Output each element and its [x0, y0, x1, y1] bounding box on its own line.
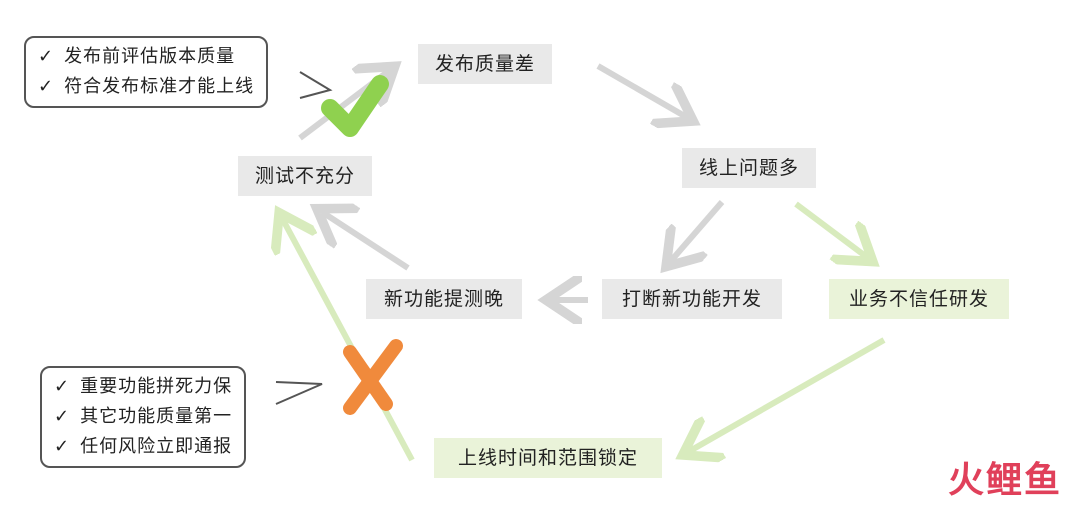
callout-top-tail: [299, 71, 333, 99]
callout-bottom-item: ✓ 任何风险立即通报: [54, 432, 232, 462]
arrow-distrust-to-locked: [688, 337, 886, 452]
callout-bottom-tail: [275, 381, 323, 405]
checkmark-icon: ✓: [38, 46, 55, 67]
callout-top-text: 发布前评估版本质量: [64, 46, 236, 67]
callout-top: ✓ 发布前评估版本质量 ✓ 符合发布标准才能上线: [24, 36, 269, 108]
checkmark-icon: ✓: [54, 406, 71, 427]
arrow-online-to-distrust: [794, 201, 868, 258]
checkmark-icon: ✓: [54, 436, 71, 457]
node-release-quality-poor: 发布质量差: [418, 44, 552, 84]
callout-bottom-text: 任何风险立即通报: [80, 436, 233, 457]
callout-bottom-text: 重要功能拼死力保: [80, 376, 233, 397]
callout-top-item: ✓ 发布前评估版本质量: [38, 42, 254, 72]
callout-bottom: ✓ 重要功能拼死力保 ✓ 其它功能质量第一 ✓ 任何风险立即通报: [40, 366, 247, 468]
cross-mark-icon: [343, 339, 403, 415]
node-interrupt-new-features: 打断新功能开发: [602, 279, 782, 319]
checkmark-icon: ✓: [38, 76, 55, 97]
arrow-late-to-test: [322, 212, 410, 271]
callout-bottom-item: ✓ 重要功能拼死力保: [54, 372, 232, 402]
node-online-issues-many: 线上问题多: [682, 148, 816, 188]
check-mark-icon: [321, 75, 389, 137]
node-test-insufficient: 测试不充分: [238, 156, 372, 196]
arrow-locked-to-test: [282, 218, 415, 462]
node-launch-locked: 上线时间和范围锁定: [434, 438, 662, 478]
callout-top-item: ✓ 符合发布标准才能上线: [38, 72, 254, 102]
callout-bottom-text: 其它功能质量第一: [80, 406, 233, 427]
arrow-release-to-online: [596, 63, 688, 118]
callout-top-text: 符合发布标准才能上线: [64, 76, 255, 97]
node-new-feature-late-test: 新功能提测晚: [366, 279, 522, 319]
brand-logo: 火鲤鱼: [947, 460, 1062, 501]
node-business-distrust: 业务不信任研发: [829, 279, 1009, 319]
callout-bottom-item: ✓ 其它功能质量第一: [54, 402, 232, 432]
arrow-online-to-interrupt: [670, 200, 725, 262]
checkmark-icon: ✓: [54, 376, 71, 397]
